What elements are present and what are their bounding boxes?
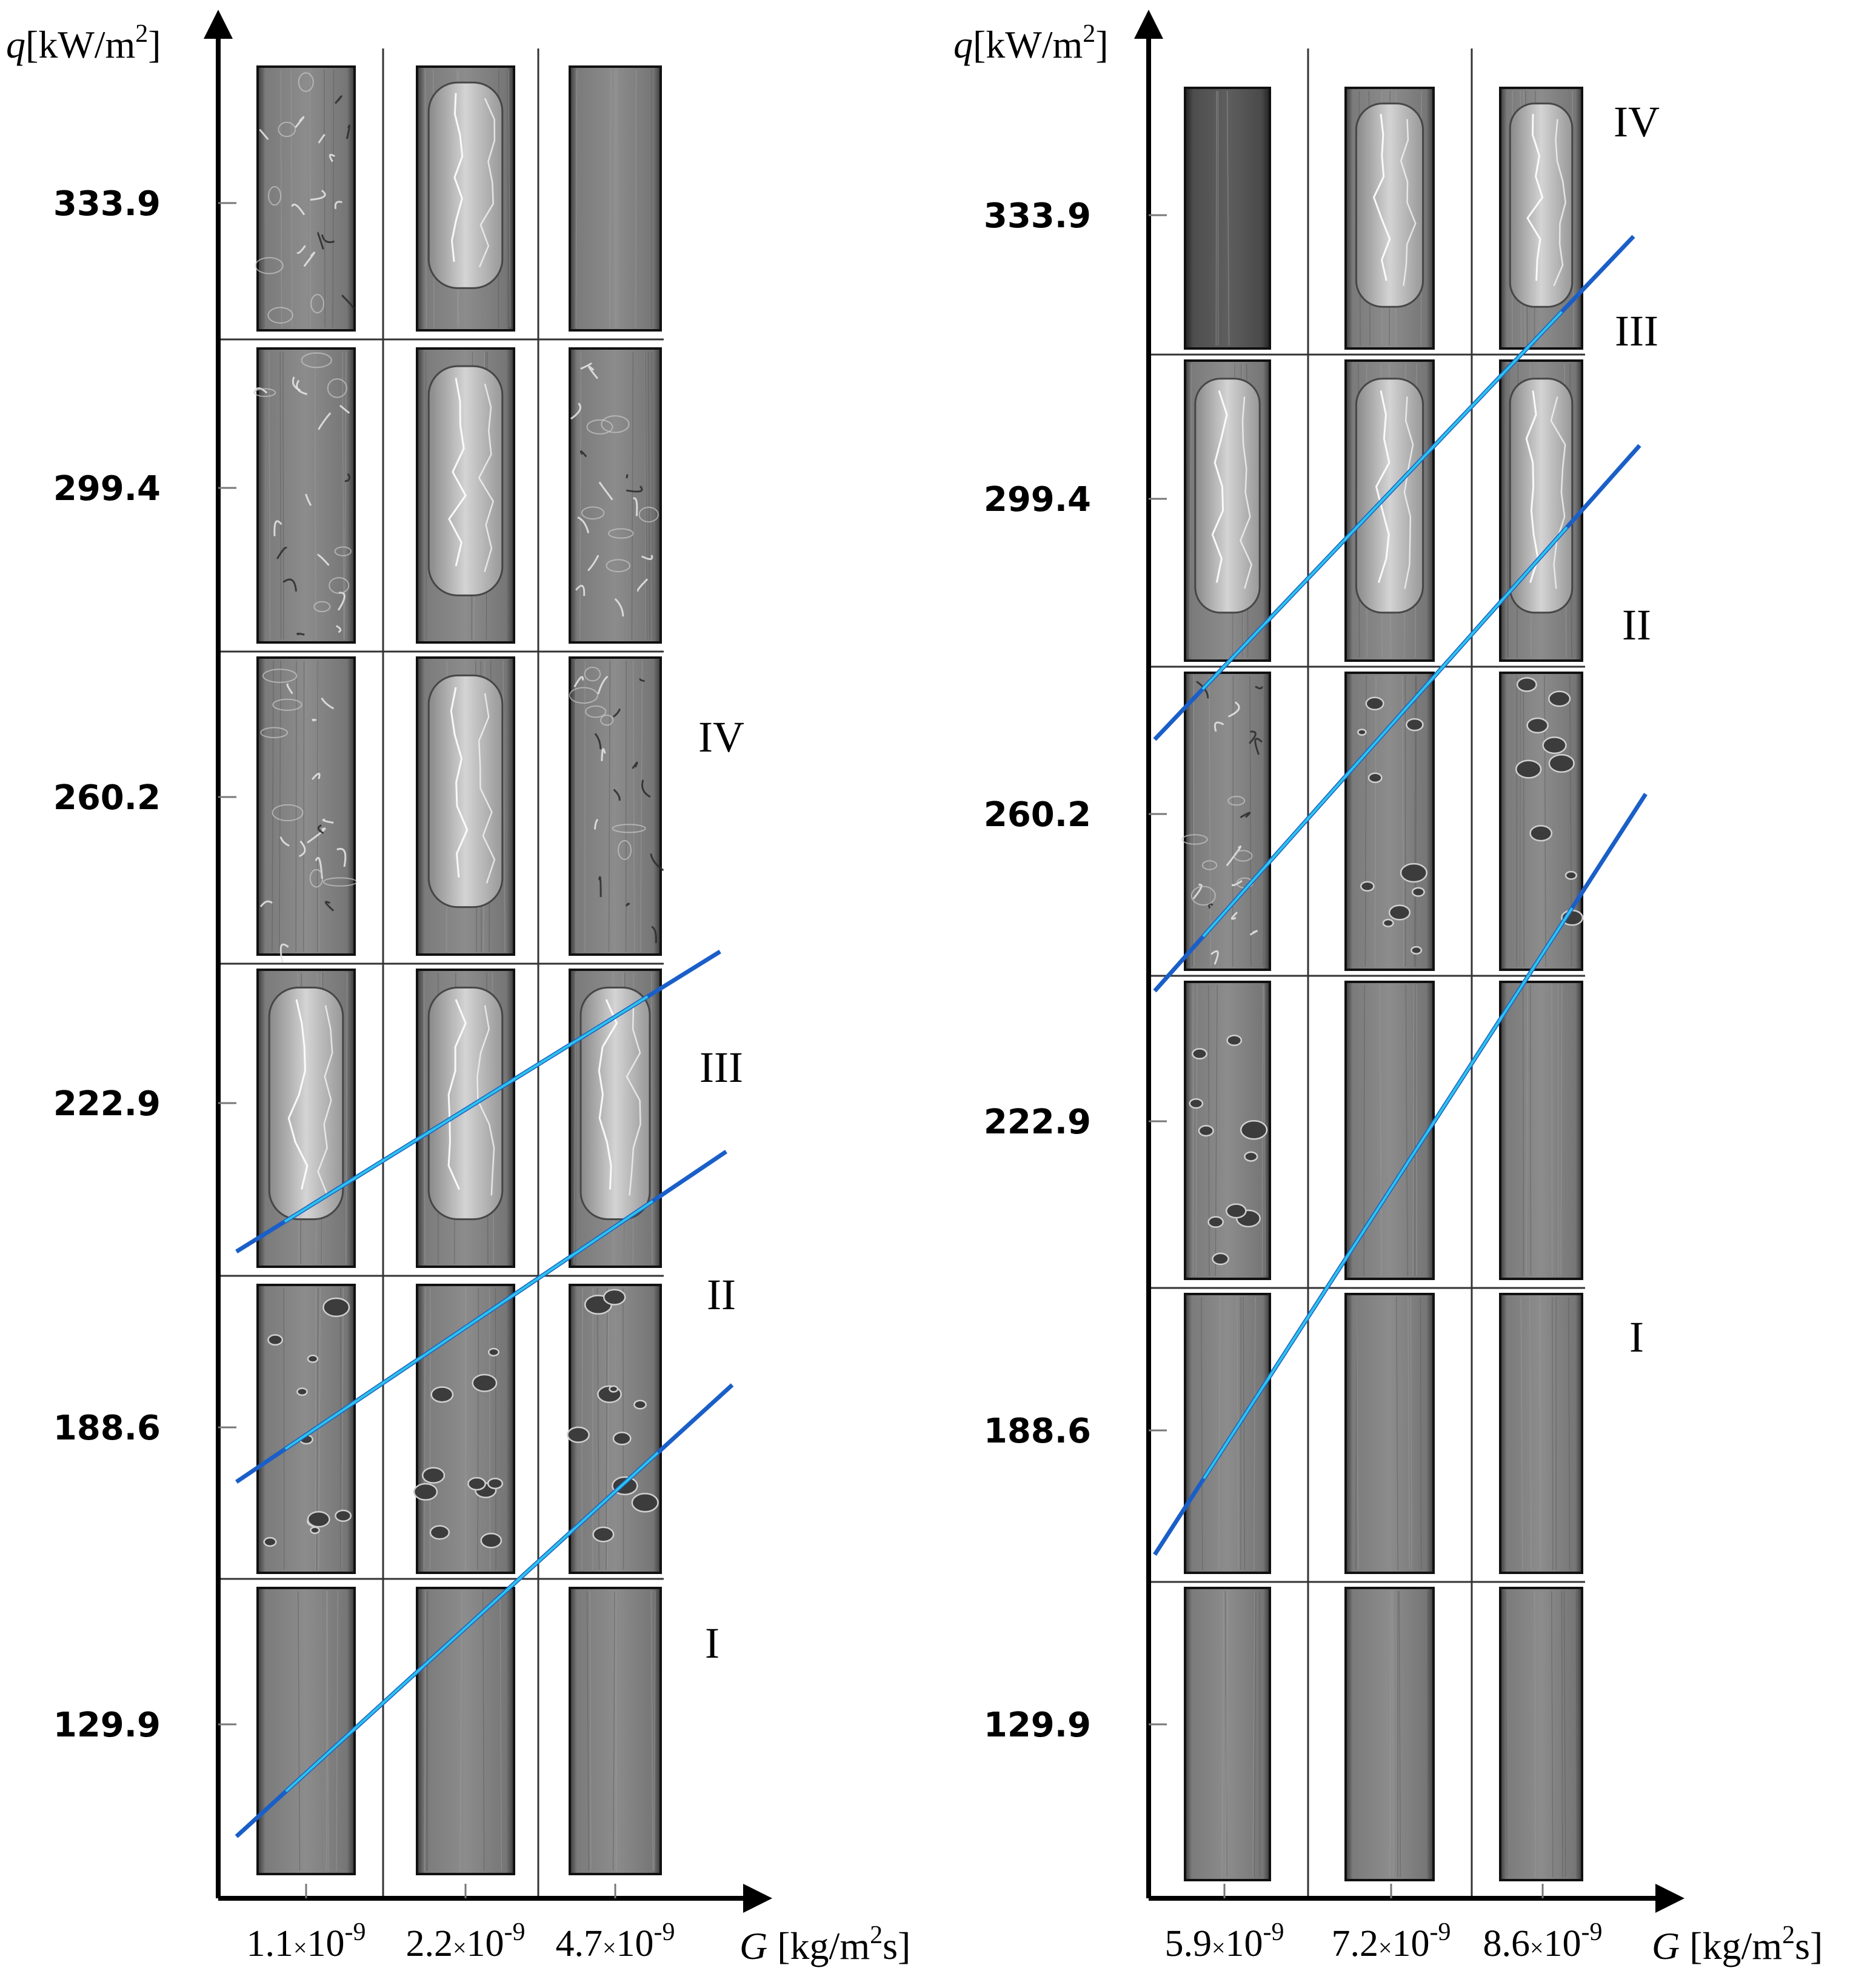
y-tick-label: 260.2 xyxy=(984,795,1091,835)
y-axis-title: q[kW/m2] xyxy=(6,20,161,66)
tube-image-1-r6-c1 xyxy=(256,1587,356,1875)
y-tick-label: 299.4 xyxy=(984,480,1091,519)
x-axis-title: G [kg/m2s] xyxy=(1652,1921,1823,1967)
region-label-iv: IV xyxy=(1614,98,1660,146)
y-tick-label: 333.9 xyxy=(53,184,161,224)
x-tick-label: 7.2×10-9 xyxy=(1331,1918,1451,1964)
y-tick-label: 129.9 xyxy=(984,1706,1091,1745)
tube-image-2-r5-c1 xyxy=(1184,1293,1271,1574)
x-tick-label: 8.6×10-9 xyxy=(1483,1918,1602,1964)
tube-image-1-r1-c1 xyxy=(256,65,356,332)
region-label-iii: III xyxy=(699,1043,743,1092)
y-tick-label: 188.6 xyxy=(53,1409,161,1448)
y-tick-label: 299.4 xyxy=(53,469,161,509)
figure-root: 333.9 299.4 260.2 222.9 188.6 129.9 1.1×10-9 2.… xyxy=(6,10,1823,1967)
tube-image-1-r6-c3 xyxy=(569,1587,662,1875)
tube-image-2-r3-c1 xyxy=(1184,672,1271,971)
x-tick-label: 4.7×10-9 xyxy=(555,1918,675,1964)
region-label-i: I xyxy=(1629,1313,1644,1361)
y-tick-label: 260.2 xyxy=(53,778,161,818)
y-tick-label: 222.9 xyxy=(984,1102,1091,1142)
x-tick-label: 2.2×10-9 xyxy=(406,1918,525,1964)
tube-image-1-r5-c1 xyxy=(256,1284,356,1574)
region-label-iii: III xyxy=(1615,307,1658,355)
region-label-iv: IV xyxy=(698,713,744,761)
tube-image-2-r4-c3 xyxy=(1499,981,1583,1280)
x-tick-label: 5.9×10-9 xyxy=(1164,1918,1284,1964)
tube-image-2-r6-c2 xyxy=(1344,1587,1435,1881)
x-tick-label: 1.1×10-9 xyxy=(246,1918,366,1964)
y-axis-title: q[kW/m2] xyxy=(953,20,1109,66)
x-axis-title: G [kg/m2s] xyxy=(740,1921,910,1967)
region-label-ii: II xyxy=(707,1270,736,1319)
region-label-i: I xyxy=(705,1619,719,1667)
y-tick-label: 222.9 xyxy=(53,1084,161,1124)
y-tick-label: 188.6 xyxy=(984,1412,1091,1451)
region-label-ii: II xyxy=(1622,601,1651,649)
y-tick-label: 129.9 xyxy=(53,1706,161,1745)
tube-image-2-r5-c2 xyxy=(1344,1293,1435,1574)
tube-image-1-r3-c3 xyxy=(569,656,662,956)
tube-image-2-r6-c3 xyxy=(1499,1587,1583,1881)
panel-2: 333.9 299.4 260.2 222.9 188.6 129.9 5.9×10-9 7.… xyxy=(953,10,1823,1967)
y-tick-label: 333.9 xyxy=(984,196,1091,236)
tube-image-2-r4-c2 xyxy=(1344,981,1435,1280)
panel-1: 333.9 299.4 260.2 222.9 188.6 129.9 1.1×10-9 2.… xyxy=(6,10,910,1967)
tube-image-1-r6-c2 xyxy=(416,1587,515,1875)
